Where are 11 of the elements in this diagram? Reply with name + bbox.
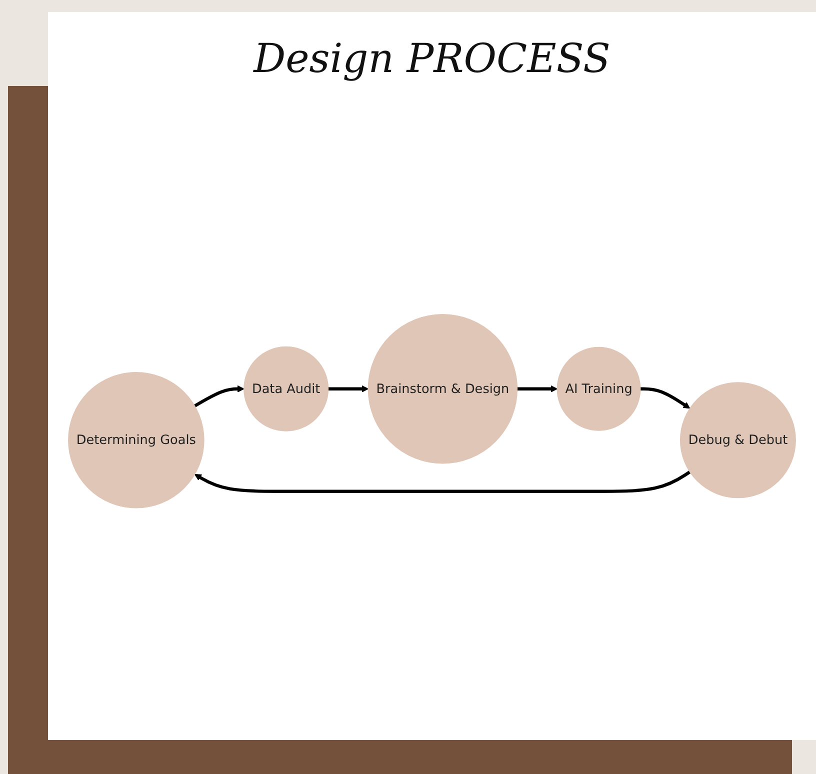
arrow (517, 385, 558, 392)
arrow (640, 387, 690, 409)
node-circle: Data Audit (244, 346, 329, 432)
node-circle: Brainstorm & Design (368, 314, 518, 464)
node-circle: AI Training (556, 346, 641, 431)
title: Design PROCESS (254, 36, 610, 82)
arrow (328, 385, 369, 392)
node-circle: Determining Goals (68, 372, 204, 508)
node-circle: Debug & Debut (680, 382, 796, 498)
arrow (194, 385, 244, 408)
arrow (194, 470, 691, 493)
